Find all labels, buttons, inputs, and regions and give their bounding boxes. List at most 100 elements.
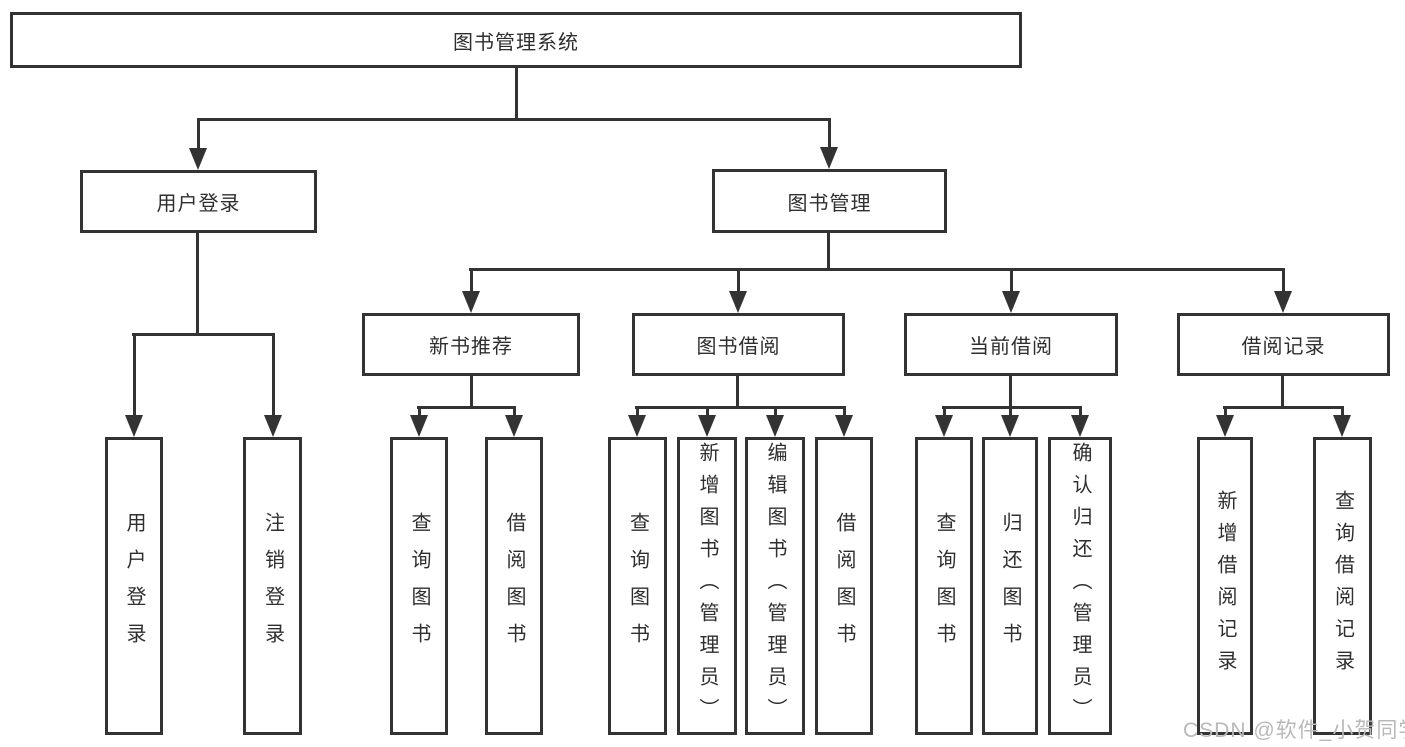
arrow-head-icon — [1002, 291, 1020, 313]
arrow-shaft — [1009, 268, 1013, 291]
csdn-watermark: CSDN @软件_小贺同学 — [1183, 719, 1405, 742]
arrow-head-icon — [189, 148, 207, 170]
leaf-borrow-books-1: 借阅图书 — [485, 437, 543, 735]
node-new-book-recommend: 新书推荐 — [362, 313, 580, 376]
node-label: 图书借阅 — [696, 336, 781, 358]
connector-arrow — [729, 268, 747, 313]
arrow-head-icon — [820, 147, 838, 169]
connector-arrow — [264, 333, 282, 437]
arrow-head-icon — [1071, 415, 1089, 437]
connector-arrow — [835, 406, 853, 437]
connector-arrow — [189, 118, 207, 170]
node-label: 图书管理 — [787, 192, 872, 215]
leaf-query-borrow-record: 查询借阅记录 — [1313, 437, 1372, 735]
node-current-borrowing: 当前借阅 — [904, 313, 1118, 376]
node-book-management: 图书管理 — [712, 169, 947, 233]
node-label: 当前借阅 — [969, 336, 1053, 358]
arrow-head-icon — [462, 291, 480, 313]
arrow-shaft — [196, 118, 200, 148]
arrow-shaft — [827, 118, 831, 147]
node-label: 用户登录 — [156, 193, 241, 215]
arrow-shaft — [635, 406, 639, 415]
arrow-head-icon — [264, 415, 282, 437]
node-user-login: 用户登录 — [80, 170, 317, 233]
arrow-head-icon — [766, 415, 784, 437]
arrow-shaft — [512, 406, 516, 415]
connector-arrow — [1071, 406, 1089, 437]
leaf-query-books-2: 查询图书 — [608, 437, 667, 735]
arrow-shaft — [469, 268, 473, 291]
node-label: 新书推荐 — [429, 336, 513, 358]
leaf-query-books-3: 查询图书 — [915, 437, 973, 735]
connector-arrow — [820, 118, 838, 169]
connector-arrow — [628, 406, 646, 437]
connector-line — [635, 406, 846, 409]
leaf-add-book-admin: 新增图书（管理员） — [677, 437, 737, 735]
connector-line — [515, 68, 518, 121]
node-label: 新增借阅记录 — [1214, 490, 1236, 682]
arrow-shaft — [1340, 406, 1344, 415]
arrow-head-icon — [125, 415, 143, 437]
arrow-shaft — [1078, 406, 1082, 415]
node-label: 查询图书 — [933, 512, 955, 660]
arrow-head-icon — [628, 415, 646, 437]
leaf-borrow-books-2: 借阅图书 — [815, 437, 873, 735]
connector-line — [197, 118, 831, 121]
leaf-confirm-return-admin: 确认归还（管理员） — [1048, 437, 1112, 735]
connector-arrow — [935, 406, 953, 437]
connector-line — [827, 230, 830, 271]
connector-line — [196, 230, 199, 335]
node-library-system: 图书管理系统 — [10, 12, 1022, 68]
connector-arrow — [1216, 406, 1234, 437]
arrow-head-icon — [729, 291, 747, 313]
arrow-head-icon — [1001, 415, 1019, 437]
arrow-shaft — [417, 406, 421, 415]
arrow-head-icon — [835, 415, 853, 437]
arrow-shaft — [1008, 406, 1012, 415]
arrow-head-icon — [1333, 415, 1351, 437]
leaf-return-books: 归还图书 — [982, 437, 1038, 735]
node-label: 编辑图书（管理员） — [764, 442, 786, 730]
leaf-add-borrow-record: 新增借阅记录 — [1197, 437, 1253, 735]
connector-line — [470, 373, 473, 409]
connector-line — [1223, 406, 1344, 409]
node-label: 用户登录 — [123, 512, 145, 660]
arrow-head-icon — [1274, 291, 1292, 313]
leaf-logout: 注销登录 — [243, 437, 302, 735]
connector-arrow — [505, 406, 523, 437]
node-label: 确认归还（管理员） — [1069, 442, 1091, 730]
connector-arrow — [1274, 268, 1292, 313]
arrow-head-icon — [505, 415, 523, 437]
node-book-borrowing: 图书借阅 — [632, 313, 845, 376]
arrow-head-icon — [410, 415, 428, 437]
node-label: 查询图书 — [626, 512, 649, 660]
connector-arrow — [1333, 406, 1351, 437]
leaf-edit-book-admin: 编辑图书（管理员） — [745, 437, 805, 735]
node-label: 归还图书 — [999, 512, 1021, 660]
node-label: 图书管理系统 — [453, 31, 579, 54]
arrow-shaft — [842, 406, 846, 415]
arrow-shaft — [1281, 268, 1285, 291]
connector-arrow — [766, 406, 784, 437]
leaf-query-books-1: 查询图书 — [390, 437, 448, 735]
connector-arrow — [1002, 268, 1020, 313]
arrow-shaft — [736, 268, 740, 291]
arrow-shaft — [773, 406, 777, 415]
arrow-head-icon — [698, 415, 716, 437]
connector-line — [1009, 373, 1012, 409]
arrow-shaft — [132, 333, 136, 415]
connector-arrow — [698, 406, 716, 437]
node-label: 查询借阅记录 — [1331, 490, 1354, 682]
connector-line — [736, 373, 739, 409]
node-label: 新增图书（管理员） — [696, 442, 718, 730]
arrow-shaft — [705, 406, 709, 415]
connector-arrow — [1001, 406, 1019, 437]
arrow-head-icon — [1216, 415, 1234, 437]
connector-line — [1281, 373, 1284, 409]
arrow-shaft — [942, 406, 946, 415]
node-label: 借阅图书 — [833, 512, 855, 660]
arrow-head-icon — [935, 415, 953, 437]
node-label: 借阅图书 — [503, 512, 525, 660]
connector-line — [132, 333, 275, 336]
